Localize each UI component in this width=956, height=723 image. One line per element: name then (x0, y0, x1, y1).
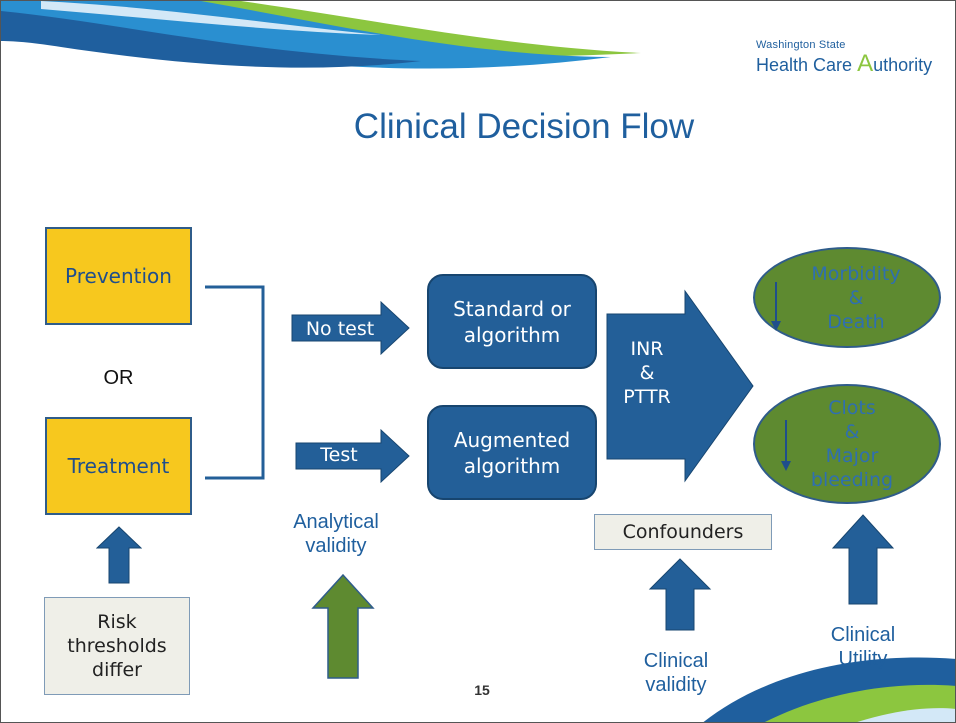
prevention-box: Prevention (45, 227, 192, 325)
hca-logo: Washington State Health Care Authority (756, 39, 941, 78)
logo-bottom-accent-letter: A (857, 50, 874, 77)
header-swoosh (1, 1, 641, 69)
no-test-label: No test (305, 318, 375, 340)
up-arrow-risk (96, 526, 142, 584)
logo-bottom-part-a: Health Care (756, 55, 858, 75)
or-label: OR (103, 367, 134, 389)
up-arrow-analytical (311, 574, 375, 679)
augmented-algorithm-box: Augmented algorithm (427, 405, 597, 500)
morbidity-death-oval: Morbidity & Death (753, 247, 941, 348)
page-number: 15 (474, 682, 490, 698)
bracket-connector (205, 285, 265, 480)
logo-bottom-text: Health Care Authority (756, 50, 941, 78)
clots-bleeding-text: Clots & Major bleeding (810, 397, 894, 491)
slide-title: Clinical Decision Flow (353, 107, 695, 146)
analytical-validity-label: Analytical validity (293, 511, 379, 557)
clinical-validity-label: Clinical validity (643, 650, 709, 696)
clots-bleeding-oval: Clots & Major bleeding (753, 384, 941, 504)
up-arrow-clinical-validity (648, 558, 712, 631)
confounders-box: Confounders (594, 514, 772, 550)
test-arrow (295, 429, 410, 483)
treatment-box: Treatment (45, 417, 192, 515)
risk-thresholds-box: Risk thresholds differ (44, 597, 190, 695)
inr-pttr-arrow (606, 289, 754, 483)
logo-top-text: Washington State (756, 39, 846, 51)
up-arrow-clinical-utility (831, 514, 895, 605)
standard-algorithm-box: Standard or algorithm (427, 274, 597, 369)
clinical-utility-label: Clinical Utility (830, 624, 896, 670)
no-test-arrow (291, 301, 410, 355)
morbidity-death-text: Morbidity & Death (811, 262, 901, 333)
down-arrow-clots-icon (781, 420, 791, 471)
down-arrow-morbidity-icon (771, 282, 781, 331)
footer-swoosh (703, 657, 955, 722)
inr-pttr-label: INR & PTTR (623, 338, 671, 408)
test-label: Test (320, 444, 358, 466)
logo-bottom-part-b: uthority (873, 55, 933, 75)
